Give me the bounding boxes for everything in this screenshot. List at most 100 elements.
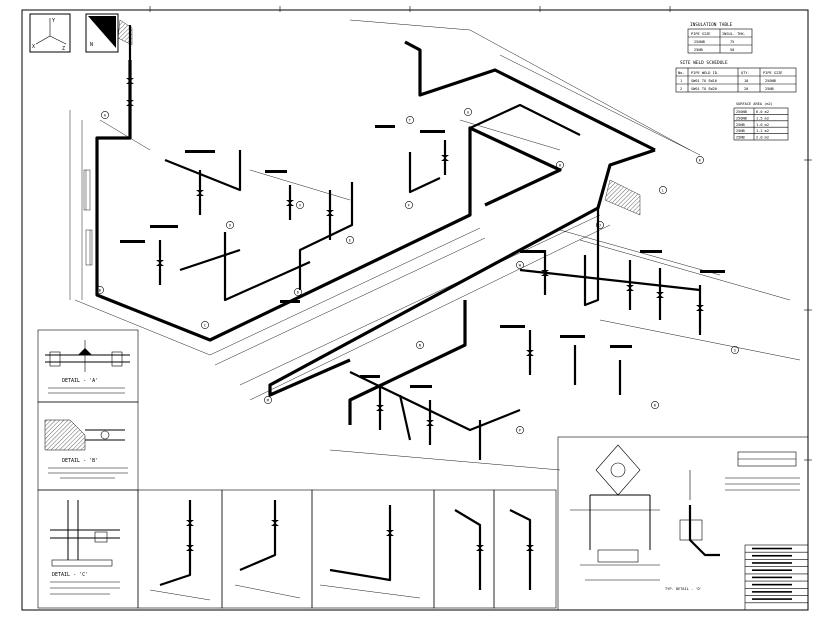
balloon-label: W: [519, 263, 522, 267]
detail-b-drawing: DETAIL - 'B': [44, 419, 128, 479]
balloon-circle: [96, 286, 104, 294]
balloon-circle: [696, 156, 704, 164]
balloon-label: V: [299, 203, 302, 207]
bottom-view-panels: [137, 489, 557, 609]
title-block-text: [752, 598, 792, 600]
insulation-cell: 250NB: [694, 40, 705, 44]
balloon-circle: [101, 111, 109, 119]
balloon-circle: [416, 341, 424, 349]
balloon-label: F: [408, 203, 410, 207]
axis-y-label: Y: [52, 18, 55, 24]
weld-header: QTY.: [741, 71, 750, 75]
title-block-text: [752, 583, 792, 586]
surface-area-cell: 250NB: [736, 110, 747, 114]
balloon-circle: [596, 221, 604, 229]
balloon-label: G: [467, 110, 469, 114]
dimension-lines: [69, 19, 801, 471]
balloon-label: H: [559, 163, 561, 167]
balloon-label: D: [297, 290, 299, 294]
detail-a-drawing: DETAIL - 'A': [45, 340, 130, 394]
bottom-right-detail: TYP. DETAIL - 'D': [557, 436, 809, 611]
balloon-label: R: [654, 403, 657, 407]
balloon-circle: [406, 116, 414, 124]
title-block-text: [752, 569, 792, 571]
balloon-circle: [201, 321, 209, 329]
weld-cell: 250NB: [765, 79, 776, 83]
surface-area-title: SURFACE AREA (m2): [736, 102, 773, 106]
balloon-circle: [226, 221, 234, 229]
insulation-table-title: INSULATION TABLE: [690, 22, 733, 28]
detail-d-title: TYP. DETAIL - 'D': [665, 587, 702, 591]
balloon-circle: [294, 288, 302, 296]
insulation-cell: 25NB: [694, 48, 703, 52]
balloon-label: C: [204, 323, 206, 327]
insulation-header-thk: INSUL. THK.: [722, 32, 746, 36]
surface-area-cell: 1.2 m2: [756, 129, 769, 133]
balloon-label: M: [267, 398, 270, 402]
weld-cell: SW01 TO SW10: [691, 79, 717, 83]
balloon-circle: [264, 396, 272, 404]
weld-cell: 20: [744, 87, 748, 91]
surface-area-cell: 6.0 m2: [756, 110, 769, 114]
north-arrow-icon: N: [85, 13, 119, 53]
insulation-cell: 50: [730, 48, 734, 52]
detail-a-title: DETAIL - 'A': [62, 378, 98, 384]
surface-area-cell: 1.0 m2: [756, 123, 769, 127]
balloon-label: L: [662, 188, 664, 192]
site-weld-table: SITE WELD SCHEDULE No. PIPE WELD ID. QTY…: [675, 60, 797, 93]
title-block-text: [752, 576, 792, 579]
surface-area-cell: 25NB: [736, 136, 745, 140]
axis-indicator: Y X Z: [29, 13, 71, 53]
title-block-text: [752, 547, 792, 550]
balloon-callouts: A B C D E F G H J K L M N P R S T U V W: [96, 108, 739, 434]
detail-b-title: DETAIL - 'B': [62, 458, 98, 464]
weld-cell: 1: [680, 79, 682, 83]
balloon-label: S: [734, 348, 736, 352]
detail-c-drawing: DETAIL - 'C': [50, 500, 120, 595]
axis-z-label: Z: [62, 46, 65, 52]
balloon-circle: [731, 346, 739, 354]
title-block-text: [752, 554, 792, 557]
balloon-label: E: [349, 238, 351, 242]
balloon-circle: [516, 426, 524, 434]
surface-area-cell: 250NB: [736, 116, 747, 120]
balloon-circle: [296, 201, 304, 209]
title-block-text: [752, 562, 792, 564]
balloon-circle: [651, 401, 659, 409]
balloon-label: N: [419, 343, 421, 347]
balloon-label: K: [699, 158, 702, 162]
balloon-label: A: [104, 113, 107, 117]
balloon-circle: [516, 261, 524, 269]
balloon-label: J: [599, 223, 601, 227]
balloon-label: T: [409, 118, 412, 122]
balloon-circle: [346, 236, 354, 244]
surface-area-table: SURFACE AREA (m2) 250NB 6.0 m2 250NB 1.5 m2…: [733, 102, 789, 141]
balloon-label: B: [99, 288, 101, 292]
surface-area-cell: 2.0 m2: [756, 136, 769, 140]
left-detail-column: DETAIL - 'A' DETAIL - 'B' DETAIL - 'C': [37, 329, 139, 609]
axis-x-label: X: [32, 44, 35, 50]
balloon-circle: [405, 201, 413, 209]
weld-cell: 10: [744, 79, 748, 83]
balloon-label: P: [519, 428, 521, 432]
balloon-label: U: [229, 223, 231, 227]
weld-header: No.: [678, 71, 685, 75]
valve-symbols: [126, 78, 704, 426]
isometric-piping: A B C D E F G H J K L M N P R S T U V W: [69, 19, 801, 471]
surface-area-cell: 25NB: [736, 123, 745, 127]
north-label: N: [90, 42, 93, 48]
site-weld-title: SITE WELD SCHEDULE: [680, 60, 728, 66]
insulation-table: INSULATION TABLE PIPE SIZE INSUL. THK. 2…: [687, 22, 753, 54]
surface-area-cell: 1.5 m2: [756, 116, 769, 120]
weld-header: PIPE WELD ID.: [691, 71, 719, 75]
insulation-header-size: PIPE SIZE: [691, 32, 710, 36]
detail-c-title: DETAIL - 'C': [52, 572, 88, 578]
title-block-text: [752, 591, 792, 593]
weld-cell: 25NB: [765, 87, 774, 91]
balloon-circle: [464, 108, 472, 116]
insulation-cell: 75: [730, 40, 734, 44]
surface-area-cell: 25NB: [736, 129, 745, 133]
annotation-marks: [120, 125, 725, 388]
balloon-circle: [556, 161, 564, 169]
